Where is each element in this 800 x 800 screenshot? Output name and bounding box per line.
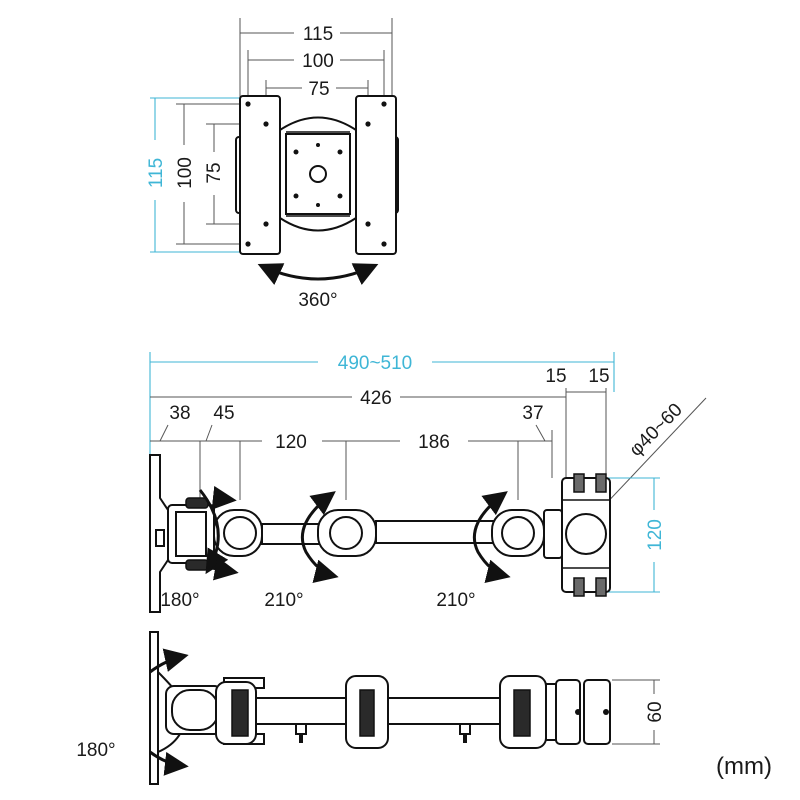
- clamp-15b: 15: [588, 366, 609, 387]
- center-plate: [285, 133, 351, 215]
- clamp-thickness: 60: [645, 701, 666, 722]
- unit-label: (mm): [716, 753, 772, 780]
- rotation-360: 360°: [298, 290, 337, 311]
- center-hole: [309, 165, 327, 183]
- tilt-180-side: 180°: [160, 590, 199, 611]
- swivel-210-a: 210°: [264, 590, 303, 611]
- joint-1: [223, 516, 257, 550]
- swivel-210-b: 210°: [436, 590, 475, 611]
- tilt-180-bottom: 180°: [76, 740, 115, 761]
- top-width-100: 100: [302, 51, 334, 72]
- top-width-75: 75: [308, 79, 329, 100]
- clamp-15a: 15: [545, 366, 566, 387]
- seg-37: 37: [522, 403, 543, 424]
- top-width-115: 115: [303, 24, 333, 45]
- pole-hole: [565, 513, 607, 555]
- joint-2: [329, 516, 363, 550]
- rotation-arrow: [257, 263, 379, 285]
- plate-right: [355, 95, 397, 255]
- top-height-100: 100: [175, 157, 196, 189]
- bottom-view: 180° 60: [76, 631, 666, 785]
- seg-38: 38: [169, 403, 190, 424]
- top-height-75: 75: [204, 162, 225, 183]
- total-length: 490~510: [338, 353, 413, 374]
- seg-186: 186: [418, 432, 450, 453]
- vesa-plate-bottom: [149, 631, 159, 785]
- clamp-height: 120: [645, 519, 666, 551]
- arm-length: 426: [360, 388, 392, 409]
- top-height-115: 115: [146, 158, 167, 188]
- seg-120: 120: [275, 432, 307, 453]
- side-view: 490~510 426 15 15 38 45 120 186 37 φ40~6…: [149, 352, 707, 613]
- top-view: 115 100 75 115 100 75 36: [146, 18, 399, 311]
- joint-3: [501, 516, 535, 550]
- pole-diameter: φ40~60: [625, 399, 686, 460]
- plate-left: [239, 95, 281, 255]
- seg-45: 45: [213, 403, 234, 424]
